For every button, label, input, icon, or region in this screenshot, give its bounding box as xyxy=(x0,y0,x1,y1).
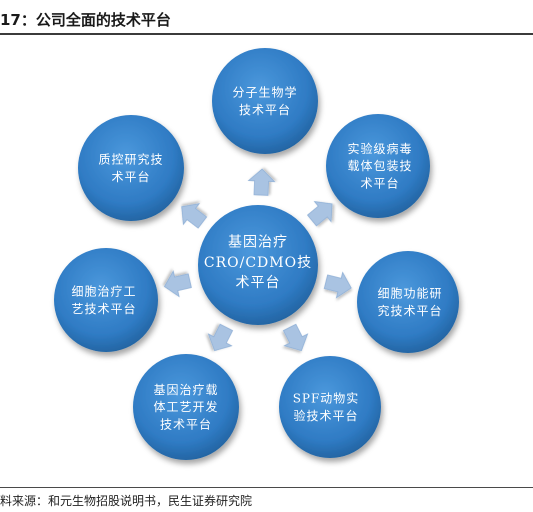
flow-arrow xyxy=(247,168,276,196)
platform-label: 究技术平台 xyxy=(377,303,442,318)
platform-label: 术平台 xyxy=(360,176,399,191)
figure-title: 17：公司全面的技术平台 xyxy=(0,11,171,29)
platform-circle xyxy=(54,248,158,352)
platform-label: 细胞功能研 xyxy=(377,287,442,301)
platform-circle xyxy=(357,251,459,353)
center-label: 基因治疗 xyxy=(228,234,288,251)
platform-label: 技术平台 xyxy=(160,417,212,432)
platform-label: 体工艺开发 xyxy=(153,399,218,414)
source-note: 料来源：和元生物招股说明书，民生证券研究院 xyxy=(0,494,253,508)
center-label: CRO/CDMO技 xyxy=(204,255,312,271)
flow-arrow xyxy=(207,323,234,352)
platform-label: 载体包装技 xyxy=(347,159,412,173)
platform-label: 细胞治疗工 xyxy=(71,285,136,299)
platform-circle xyxy=(78,115,184,221)
center-circle xyxy=(198,205,318,325)
platform-label: 质控研究技 xyxy=(98,152,163,167)
platform-label: 术平台 xyxy=(111,169,150,184)
bottom-divider xyxy=(0,487,533,488)
platform-circle xyxy=(212,48,318,154)
flow-arrow xyxy=(163,270,192,298)
platform-circle xyxy=(133,354,239,460)
platform-label: 技术平台 xyxy=(239,102,291,117)
header: 17：公司全面的技术平台 xyxy=(0,0,533,36)
platform-label: SPF动物实 xyxy=(293,391,360,406)
center-label: 术平台 xyxy=(236,275,281,291)
platform-label: 验技术平台 xyxy=(293,408,358,423)
platform-circle xyxy=(326,114,430,218)
flow-arrow xyxy=(282,323,309,352)
platform-label: 实验级病毒 xyxy=(347,141,412,156)
flow-arrow xyxy=(323,271,352,299)
flow-arrow xyxy=(306,200,333,227)
platform-label: 艺技术平台 xyxy=(71,301,136,316)
platform-label: 基因治疗载 xyxy=(153,383,218,397)
top-divider xyxy=(0,33,533,35)
platform-circle xyxy=(279,356,381,458)
flow-arrow xyxy=(181,203,208,229)
platform-label: 分子生物学 xyxy=(232,85,297,100)
